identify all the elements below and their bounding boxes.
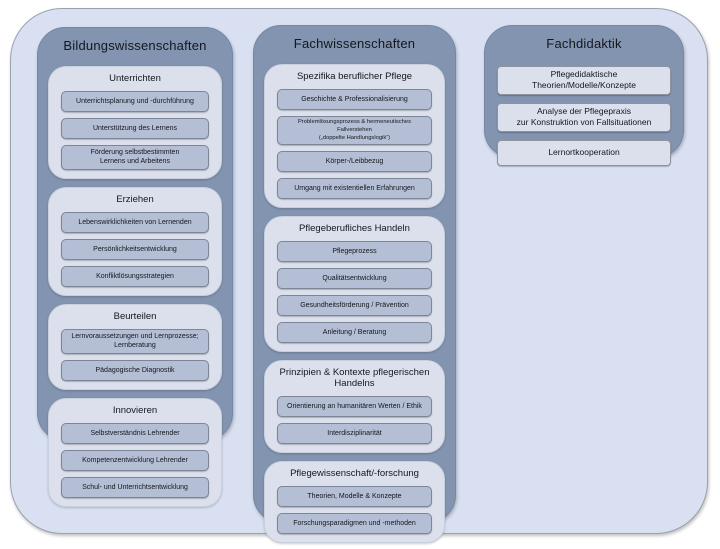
column-fachdidaktik: Fachdidaktik Pflegedidaktische Theorien/…	[484, 25, 684, 166]
item-box: Selbstverständnis Lehrender	[61, 422, 209, 444]
item-box: Pädagogische Diagnostik	[61, 359, 209, 381]
group-title: Pflegeberufliches Handeln	[299, 223, 410, 235]
item-box: Schul- und Unterrichtsentwicklung	[61, 476, 209, 498]
column-fachwissenschaften: Fachwissenschaften Spezifika beruflicher…	[253, 25, 456, 544]
group-box: Prinzipien & Kontexte pflegerischen Hand…	[264, 360, 445, 454]
column-title: Fachdidaktik	[546, 36, 622, 51]
item-box: Interdisziplinarität	[277, 423, 432, 445]
item-box: Unterrichtsplanung und -durchführung	[61, 91, 209, 112]
item-box: Förderung selbstbestimmten Lernens und A…	[61, 145, 209, 170]
item-box: Lernvoraussetzungen und Lernprozesse; Le…	[61, 328, 209, 354]
column-title: Fachwissenschaften	[293, 36, 416, 51]
item-box: Theorien, Modelle & Konzepte	[277, 486, 432, 508]
column-body: Pflegedidaktische Theorien/Modelle/Konze…	[495, 64, 673, 166]
group-title: Prinzipien & Kontexte pflegerischen Hand…	[279, 367, 430, 390]
group-title: Unterrichten	[109, 73, 161, 84]
item-box: Persönlichkeitsentwicklung	[61, 238, 209, 260]
item-box: Orientierung an humanitären Werten / Eth…	[277, 396, 432, 418]
item-box: Pflegedidaktische Theorien/Modelle/Konze…	[497, 66, 671, 95]
item-box: Qualitätsentwicklung	[277, 268, 432, 290]
item-box: Problemlösungsprozess & hermeneutisches …	[277, 116, 432, 146]
group-title: Erziehen	[116, 193, 154, 205]
item-box: Lebenswirklichkeiten von Lernenden	[61, 211, 209, 233]
item-box: Konfliktlösungsstrategien	[61, 265, 209, 287]
group-title: Spezifika beruflicher Pflege	[296, 71, 413, 82]
column-title: Bildungswissenschaften	[63, 38, 207, 53]
item-box: Umgang mit existentiellen Erfahrungen	[277, 178, 432, 200]
item-box: Pflegeprozess	[277, 241, 432, 263]
item-box: Analyse der Pflegepraxis zur Konstruktio…	[497, 102, 671, 132]
item-box: Unterstützung des Lernens	[61, 118, 209, 139]
item-box: Gesundheitsförderung / Prävention	[277, 295, 432, 317]
item-box: Kompetenzentwicklung Lehrender	[61, 449, 209, 471]
item-box: Lernortkooperation	[497, 139, 671, 166]
item-box: Forschungsparadigmen und -methoden	[277, 513, 432, 535]
item-box: Körper-/Leibbezug	[277, 151, 432, 173]
item-box: Anleitung / Beratung	[277, 322, 432, 344]
item-box: Geschichte & Professionalisierung	[277, 89, 432, 110]
group-title: Beurteilen	[113, 310, 157, 322]
group-title: Innovieren	[112, 404, 158, 416]
group-title: Pflegewissenschaft/-forschung	[290, 468, 419, 480]
